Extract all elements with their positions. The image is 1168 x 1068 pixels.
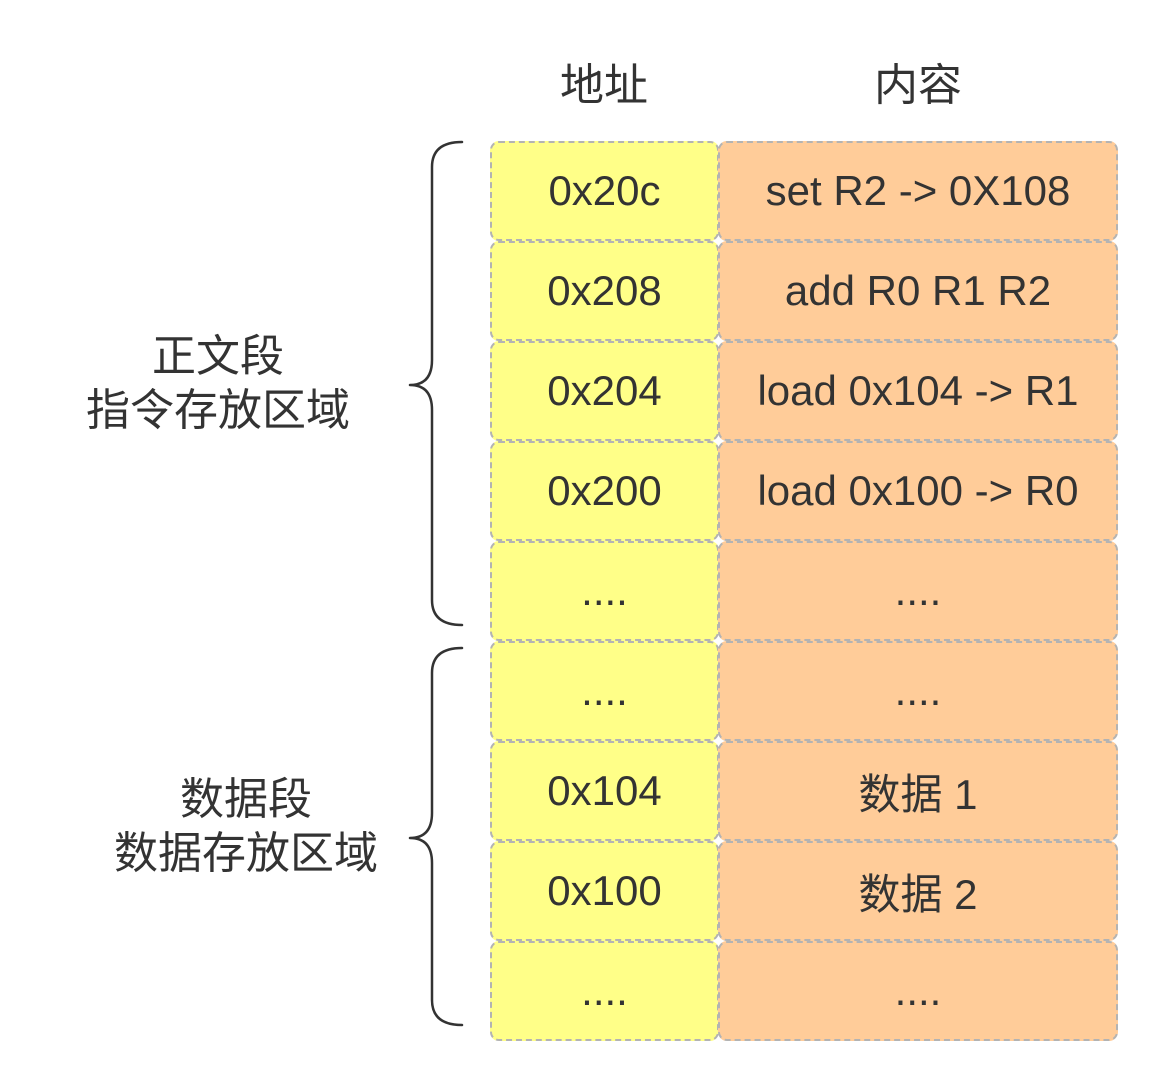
data-segment-brace — [408, 646, 464, 1027]
memory-row: .... .... — [490, 941, 1118, 1041]
memory-row: 0x20c set R2 -> 0X108 — [490, 141, 1118, 241]
address-cell: .... — [490, 941, 719, 1041]
memory-row: 0x208 add R0 R1 R2 — [490, 241, 1118, 341]
memory-row: .... .... — [490, 641, 1118, 741]
text-segment-description: 指令存放区域 — [86, 386, 350, 435]
memory-table: 0x20c set R2 -> 0X108 0x208 add R0 R1 R2… — [490, 141, 1118, 1041]
content-column-header: 内容 — [874, 61, 962, 110]
address-cell: 0x104 — [490, 741, 719, 841]
content-cell: 数据 1 — [718, 741, 1118, 841]
text-segment-name: 正文段 — [152, 332, 284, 381]
data-segment-name: 数据段 — [180, 775, 312, 824]
memory-row: 0x200 load 0x100 -> R0 — [490, 441, 1118, 541]
content-cell: .... — [718, 641, 1118, 741]
memory-row: 0x100 数据 2 — [490, 841, 1118, 941]
memory-row: .... .... — [490, 541, 1118, 641]
address-cell: 0x20c — [490, 141, 719, 241]
address-cell: .... — [490, 541, 719, 641]
address-cell: 0x208 — [490, 241, 719, 341]
memory-row: 0x104 数据 1 — [490, 741, 1118, 841]
text-segment-label: 正文段 指令存放区域 — [60, 330, 376, 438]
address-cell: 0x204 — [490, 341, 719, 441]
address-cell: 0x200 — [490, 441, 719, 541]
data-segment-label: 数据段 数据存放区域 — [88, 773, 404, 881]
memory-row: 0x204 load 0x104 -> R1 — [490, 341, 1118, 441]
data-segment-description: 数据存放区域 — [114, 829, 378, 878]
content-cell: .... — [718, 941, 1118, 1041]
content-cell: add R0 R1 R2 — [718, 241, 1118, 341]
address-cell: 0x100 — [490, 841, 719, 941]
text-segment-brace — [408, 140, 464, 627]
content-cell: load 0x100 -> R0 — [718, 441, 1118, 541]
content-cell: 数据 2 — [718, 841, 1118, 941]
content-cell: set R2 -> 0X108 — [718, 141, 1118, 241]
content-cell: .... — [718, 541, 1118, 641]
address-cell: .... — [490, 641, 719, 741]
content-cell: load 0x104 -> R1 — [718, 341, 1118, 441]
address-column-header: 地址 — [560, 61, 648, 110]
